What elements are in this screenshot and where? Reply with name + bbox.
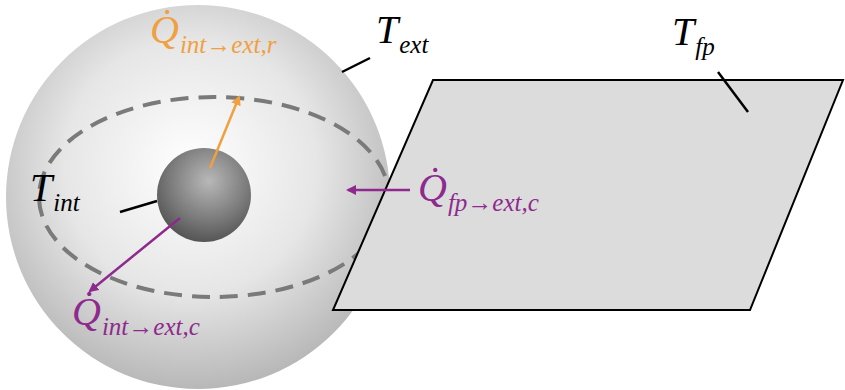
subscript: int→ext,c	[102, 313, 200, 340]
symbol: Q̇	[150, 7, 179, 52]
subscript: fp	[695, 33, 714, 60]
flat-plate	[333, 80, 843, 310]
symbol: T	[376, 7, 398, 52]
conduction-arrow	[90, 218, 180, 291]
subscript: ext	[399, 31, 428, 58]
inner-sphere	[157, 148, 251, 242]
temperature-label: Text	[376, 10, 428, 50]
temperature-label: Tfp	[672, 12, 715, 52]
symbol: Q̇	[72, 289, 101, 334]
leader-line	[342, 58, 370, 72]
symbol: T	[30, 165, 52, 210]
conduction-arrow	[348, 189, 410, 192]
leader-line	[120, 201, 157, 212]
heat-flow-label: Q̇int→ext,c	[72, 292, 200, 332]
temperature-label: Tint	[30, 168, 80, 208]
equator-line	[39, 97, 389, 297]
radiation-arrow	[210, 97, 239, 168]
symbol: T	[672, 9, 694, 54]
heat-flow-label: Q̇fp→ext,c	[418, 168, 539, 208]
heat-flow-label: Q̇int→ext,r	[150, 10, 276, 50]
outer-sphere	[6, 5, 390, 389]
leader-line	[718, 72, 748, 112]
subscript: int→ext,r	[180, 31, 277, 58]
symbol: Q̇	[418, 165, 447, 210]
subscript: int	[53, 189, 79, 216]
subscript: fp→ext,c	[448, 189, 539, 216]
